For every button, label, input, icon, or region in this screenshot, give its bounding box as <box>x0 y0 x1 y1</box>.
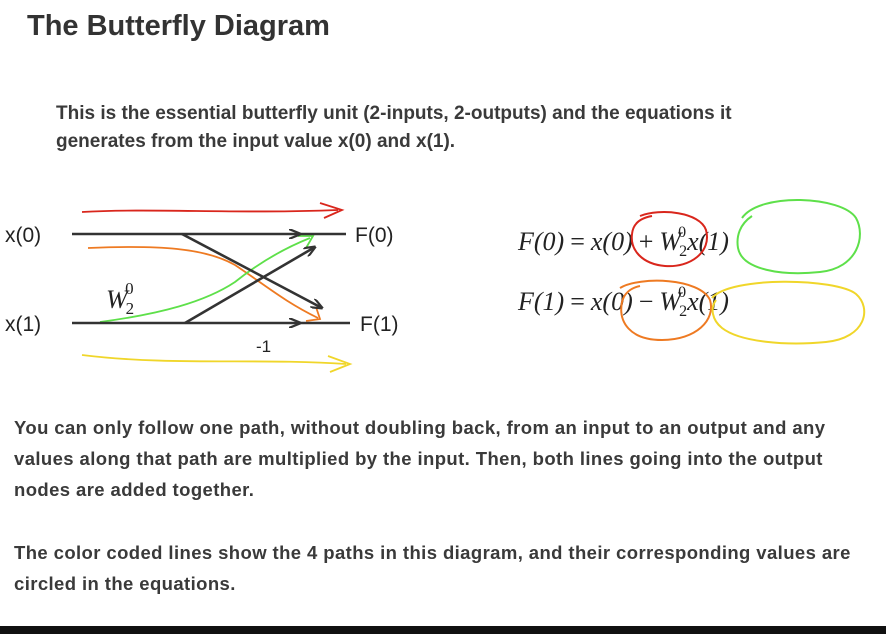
paragraph-paths: You can only follow one path, without do… <box>14 417 826 500</box>
eq-f1-w-base: W <box>659 287 683 316</box>
paragraph-color-coding: The color coded lines show the 4 paths i… <box>14 542 851 594</box>
equation-f0: F(0)=x(0)+W20x(1) <box>517 224 729 260</box>
page-title: The Butterfly Diagram <box>27 10 330 42</box>
eq-f0-w-base: W <box>659 227 683 256</box>
minus-one-label: -1 <box>256 337 271 356</box>
eq-f0-op: + <box>639 227 654 256</box>
path-orange-arrowhead <box>305 306 322 322</box>
equation-f1: F(1)=x(0)−W20x(1) <box>517 284 729 320</box>
path-red-arrowhead <box>319 202 345 219</box>
eq-f1-op: − <box>639 287 654 316</box>
eq-f0-equals: = <box>570 227 585 256</box>
path-orange <box>87 246 319 319</box>
eq-f0-term1: x(0) <box>590 227 633 256</box>
path-red <box>81 209 339 213</box>
path-yellow <box>81 354 347 365</box>
twiddle-superscript: 0 <box>125 279 134 298</box>
eq-f0-lhs: F(0) <box>517 227 564 256</box>
eq-f1-w-sup: 0 <box>678 284 686 301</box>
eq-f1-lhs: F(1) <box>517 287 564 316</box>
eq-f1-equals: = <box>570 287 585 316</box>
output-label-f0: F(0) <box>355 224 394 247</box>
butterfly-diagram: x(0) x(1) F(0) F(1) W20 -1 F(0)=x(0)+W20… <box>5 199 866 373</box>
circle-orange-f1-x0 <box>619 279 713 342</box>
input-label-x1: x(1) <box>5 313 41 336</box>
intro-text: This is the essential butterfly unit (2-… <box>56 103 732 152</box>
twiddle-base: W <box>106 285 130 314</box>
circle-green-f0-w-x1 <box>736 199 861 275</box>
eq-f1-w-sub: 2 <box>679 303 687 320</box>
eq-f0-w-sub: 2 <box>679 243 687 260</box>
input-label-x0: x(0) <box>5 224 41 247</box>
path-green-arrowhead <box>298 235 315 249</box>
circle-red-f0-x0 <box>630 211 708 268</box>
eq-f1-term1: x(0) <box>590 287 633 316</box>
line-x0-f1 <box>181 232 322 308</box>
circle-yellow-f1-w-x1 <box>711 280 866 345</box>
eq-f0-w-sup: 0 <box>678 224 686 241</box>
twiddle-subscript: 2 <box>126 299 135 318</box>
bottom-bar <box>0 626 886 634</box>
twiddle-label: W20 <box>106 279 134 318</box>
path-green <box>99 237 311 323</box>
output-label-f1: F(1) <box>360 313 399 336</box>
line-x1-f0 <box>184 247 315 325</box>
path-yellow-arrowhead <box>327 355 353 373</box>
